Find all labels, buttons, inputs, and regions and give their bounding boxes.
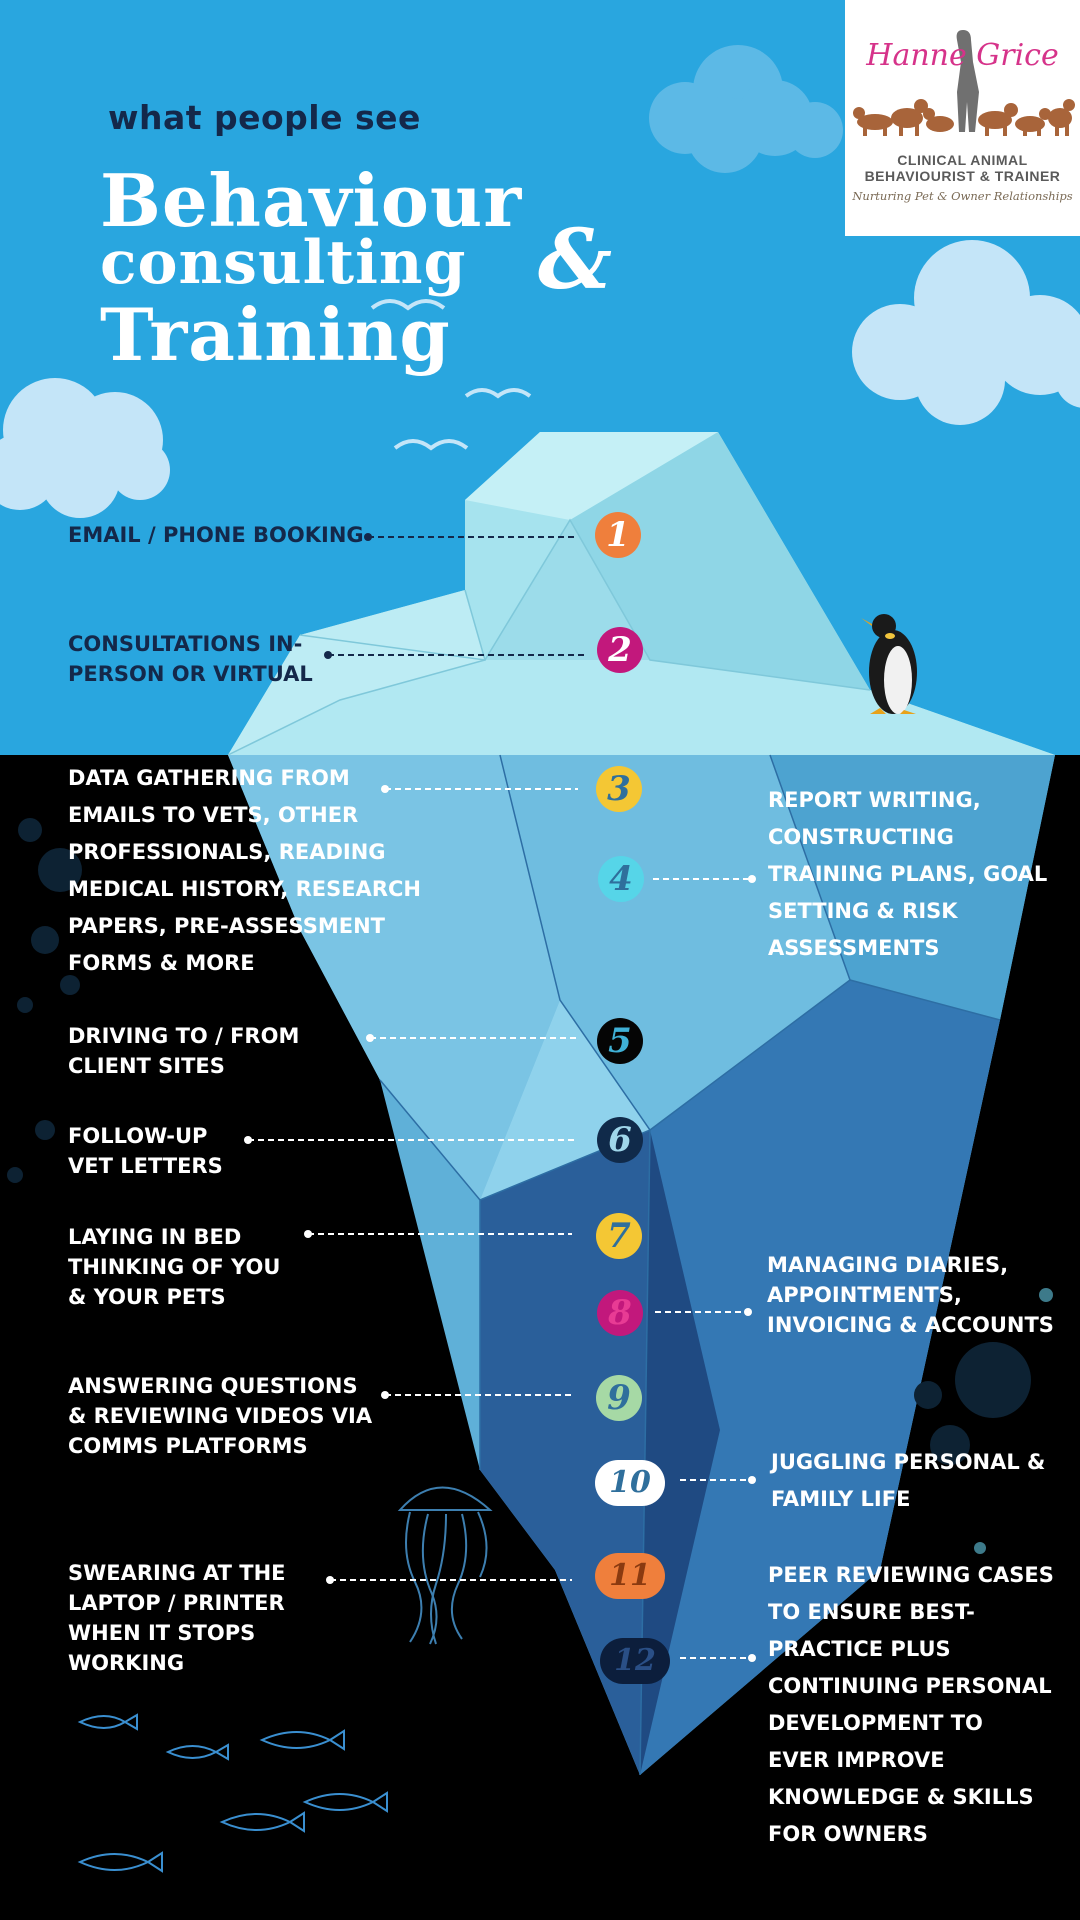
number-badge-3: 3 xyxy=(596,766,642,812)
item-label-4: REPORT WRITING, CONSTRUCTING TRAINING PL… xyxy=(768,788,1048,960)
bubbles xyxy=(974,1288,1053,1554)
cloud-icon xyxy=(0,378,170,518)
logo-tagline: Nurturing Pet & Owner Relationships xyxy=(852,189,1073,203)
dogs-and-person-logo-icon xyxy=(853,30,1075,136)
number-badge-1: 1 xyxy=(595,512,641,558)
number-badge-5: 5 xyxy=(597,1018,643,1064)
item-label-8: MANAGING DIARIES, APPOINTMENTS, INVOICIN… xyxy=(767,1253,1054,1337)
connector-lines xyxy=(248,536,752,1659)
item-label-1: EMAIL / PHONE BOOKING xyxy=(68,523,364,547)
number-badge-12: 12 xyxy=(600,1638,670,1684)
number-badge-7: 7 xyxy=(596,1213,642,1259)
iceberg-tip xyxy=(227,432,1055,756)
bubbles xyxy=(7,818,1031,1465)
item-label-2: CONSULTATIONS IN- PERSON OR VIRTUAL xyxy=(68,632,313,686)
number-badge-6: 6 xyxy=(597,1117,643,1163)
title-line-2: consulting xyxy=(100,228,467,298)
logo-subtitle-1: CLINICAL ANIMAL xyxy=(897,152,1028,168)
title-line-1: Behaviour xyxy=(100,158,523,243)
kicker-text: what people see xyxy=(108,98,421,137)
fish-icon xyxy=(77,1713,388,1873)
cloud-icon xyxy=(852,240,1080,425)
jellyfish-icon xyxy=(397,1486,493,1645)
logo-name: Hanne Grice xyxy=(866,38,1059,73)
number-badge-2: 2 xyxy=(597,627,643,673)
number-badge-9: 9 xyxy=(596,1375,642,1421)
title-line-3: Training xyxy=(100,292,451,377)
item-label-10: JUGGLING PERSONAL & FAMILY LIFE xyxy=(771,1450,1046,1511)
penguin-icon xyxy=(861,614,917,714)
logo-subtitle-2: BEHAVIOURIST & TRAINER xyxy=(864,168,1061,184)
item-label-5: DRIVING TO / FROM CLIENT SITES xyxy=(68,1024,300,1078)
item-label-12: PEER REVIEWING CASES TO ENSURE BEST- PRA… xyxy=(768,1563,1054,1846)
title-ampersand: & xyxy=(538,212,613,308)
connector-dots xyxy=(244,533,756,1662)
item-label-11: SWEARING AT THE LAPTOP / PRINTER WHEN IT… xyxy=(68,1561,286,1675)
iceberg-underwater xyxy=(228,754,1055,1776)
number-badge-4: 4 xyxy=(598,856,644,902)
number-badge-10: 10 xyxy=(595,1460,665,1506)
item-label-3: DATA GATHERING FROM EMAILS TO VETS, OTHE… xyxy=(68,766,421,975)
brand-logo: Hanne Grice CLINICAL ANIMAL BEHAVIOURIST… xyxy=(845,0,1080,236)
item-label-9: ANSWERING QUESTIONS & REVIEWING VIDEOS V… xyxy=(68,1374,373,1458)
item-label-7: LAYING IN BED THINKING OF YOU & YOUR PET… xyxy=(68,1225,281,1309)
bird-icon xyxy=(370,299,532,451)
number-badge-8: 8 xyxy=(597,1290,643,1336)
number-badge-11: 11 xyxy=(595,1553,665,1599)
cloud-icon xyxy=(649,45,843,173)
item-label-6: FOLLOW-UP VET LETTERS xyxy=(68,1124,223,1178)
